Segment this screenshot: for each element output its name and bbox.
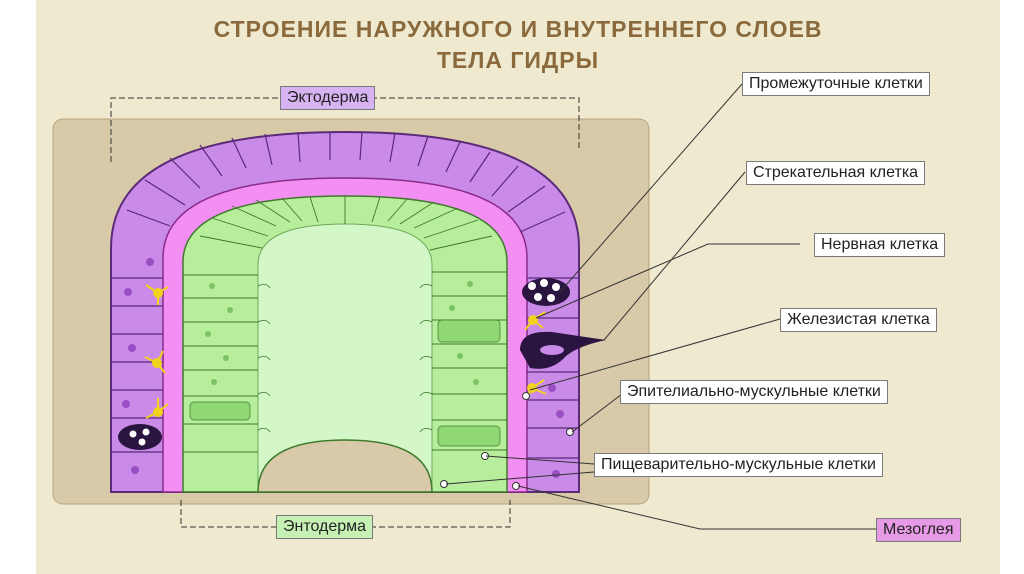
bottom-opening bbox=[257, 439, 433, 493]
label-intermediate-cells: Промежуточные клетки bbox=[742, 72, 930, 96]
slide-title: СТРОЕНИЕ НАРУЖНОГО И ВНУТРЕННЕГО СЛОЕВ Т… bbox=[36, 14, 1000, 76]
ectoderm-cells-left bbox=[111, 277, 163, 453]
flagella bbox=[257, 284, 433, 433]
label-endoderm: Энтодерма bbox=[276, 515, 374, 539]
granular-cells bbox=[189, 319, 501, 447]
intermediate-cells-left bbox=[118, 424, 162, 450]
label-mesoglea: Мезоглея bbox=[876, 518, 961, 542]
pointer-dots bbox=[440, 392, 574, 490]
label-gland-cell: Железистая клетка bbox=[780, 308, 937, 332]
endoderm-nuclei bbox=[205, 281, 481, 385]
endoderm-cells bbox=[183, 271, 507, 453]
label-epithelial-muscle-cells: Эпителиально-мускульные клетки bbox=[620, 380, 888, 404]
label-ectoderm: Эктодерма bbox=[280, 86, 376, 110]
title-line-1: СТРОЕНИЕ НАРУЖНОГО И ВНУТРЕННЕГО СЛОЕВ bbox=[213, 16, 823, 42]
leader-lines bbox=[445, 83, 877, 530]
endoderm-arch-cells bbox=[199, 196, 493, 251]
label-nerve-cell: Нервная клетка bbox=[814, 233, 946, 257]
ectoderm-cells-arch bbox=[126, 131, 566, 233]
label-stinging-cell: Стрекательная клетка bbox=[746, 161, 926, 185]
stinging-cell-cluster bbox=[522, 278, 570, 306]
stinging-cell bbox=[520, 331, 606, 369]
gastric-cavity bbox=[257, 223, 433, 493]
title-line-2: ТЕЛА ГИДРЫ bbox=[436, 47, 600, 73]
label-digestive-muscle-cells: Пищеварительно-мускульные клетки bbox=[594, 453, 883, 477]
ectoderm-cells-right bbox=[527, 277, 579, 459]
nerve-cells bbox=[144, 284, 547, 419]
